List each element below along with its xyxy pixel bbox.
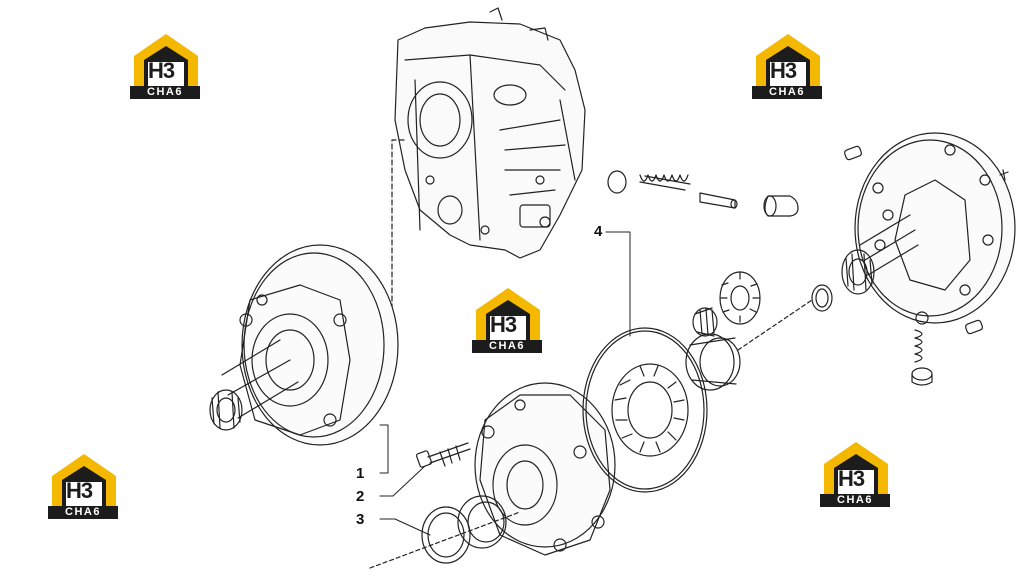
logo-word: CHA6 [820,494,890,507]
callout-leaders [379,231,631,536]
logo-word: CHA6 [752,86,822,99]
house-logo-icon [756,34,820,88]
transmission-housing [394,7,586,259]
logo-mark: H3 [148,58,175,83]
bolt [415,442,471,468]
bearing-sleeve [685,333,741,391]
seal-ring [811,284,833,312]
logo-mark: H3 [66,478,93,503]
logo-mark: H3 [838,466,865,491]
drive-gear [719,271,761,325]
callout-1: 1 [356,465,365,482]
logo-word: CHA6 [130,86,200,99]
shaft-seal [421,495,507,564]
axis-line [737,299,813,351]
logo-mark: H3 [490,312,517,337]
watermark-logo: H3 CHA6 [472,286,552,358]
house-logo-icon [52,454,116,508]
house-logo-icon [824,442,888,496]
dowel-pin [844,145,862,161]
logo-word: CHA6 [48,506,118,519]
pump-cover [841,132,1016,324]
callout-3: 3 [356,511,365,528]
gear-ring [611,363,689,457]
house-logo-icon [476,288,540,342]
relief-valve-parts [607,170,799,217]
watermark-logo: H3 CHA6 [130,32,210,104]
spring-and-plug [911,311,933,386]
logo-mark: H3 [770,58,797,83]
house-logo-icon [134,34,198,88]
watermark-logo: H3 CHA6 [820,440,900,512]
watermark-logo: H3 CHA6 [752,32,832,104]
callout-4: 4 [594,223,603,240]
assembled-pump [209,244,399,446]
large-o-ring [582,327,708,493]
pump-body [474,382,616,556]
logo-word: CHA6 [472,340,542,353]
watermark-logo: H3 CHA6 [48,452,128,524]
needle-bearing [692,307,718,337]
callout-2: 2 [356,488,365,505]
